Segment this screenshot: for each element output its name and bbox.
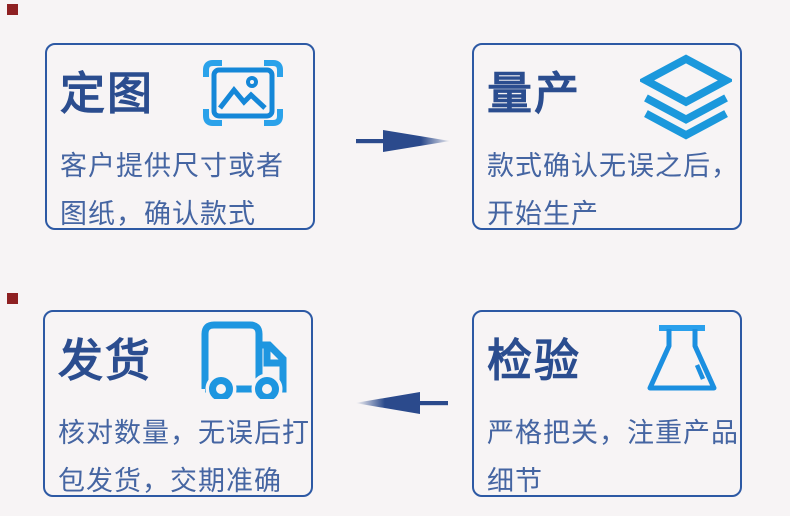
desc-line-2: 细节 bbox=[487, 466, 543, 496]
desc-line-1: 客户提供尺寸或者 bbox=[60, 151, 284, 181]
decor-red-square-top bbox=[7, 4, 18, 15]
step-card-shipping: 发货 核对数量，无误后打 包发货，交期准确 bbox=[43, 310, 313, 497]
step-description: 核对数量，无误后打 包发货，交期准确 bbox=[58, 409, 310, 505]
desc-line-1: 核对数量，无误后打 bbox=[58, 418, 310, 448]
desc-line-1: 严格把关，注重产品 bbox=[487, 418, 739, 448]
desc-line-1: 款式确认无误之后， bbox=[487, 151, 739, 181]
step-card-confirm-design: 定图 客户提供尺寸或者 图纸，确认款式 bbox=[45, 43, 315, 230]
layers-icon bbox=[640, 54, 732, 140]
desc-line-2: 图纸，确认款式 bbox=[60, 199, 256, 229]
step-description: 客户提供尺寸或者 图纸，确认款式 bbox=[60, 142, 305, 238]
step-title: 定图 bbox=[60, 67, 155, 119]
truck-icon bbox=[201, 321, 287, 399]
step-title: 检验 bbox=[487, 334, 582, 386]
step-card-mass-production: 量产 款式确认无误之后， 开始生产 bbox=[472, 43, 742, 230]
step-description: 严格把关，注重产品 细节 bbox=[487, 409, 739, 505]
desc-line-2: 开始生产 bbox=[487, 199, 599, 229]
step-title: 量产 bbox=[487, 67, 582, 119]
step-card-inspection: 检验 严格把关，注重产品 细节 bbox=[472, 310, 742, 497]
flow-arrow-right-icon bbox=[356, 130, 450, 152]
decor-red-square-middle bbox=[7, 293, 18, 304]
card-header: 定图 bbox=[60, 51, 305, 135]
step-title: 发货 bbox=[58, 334, 153, 386]
card-header: 发货 bbox=[58, 318, 303, 402]
flask-icon bbox=[647, 325, 717, 391]
image-scan-icon bbox=[203, 60, 283, 126]
step-description: 款式确认无误之后， 开始生产 bbox=[487, 142, 739, 238]
card-header: 量产 bbox=[487, 51, 732, 140]
card-header: 检验 bbox=[487, 318, 732, 402]
desc-line-2: 包发货，交期准确 bbox=[58, 466, 282, 496]
flow-arrow-left-icon bbox=[355, 392, 448, 414]
